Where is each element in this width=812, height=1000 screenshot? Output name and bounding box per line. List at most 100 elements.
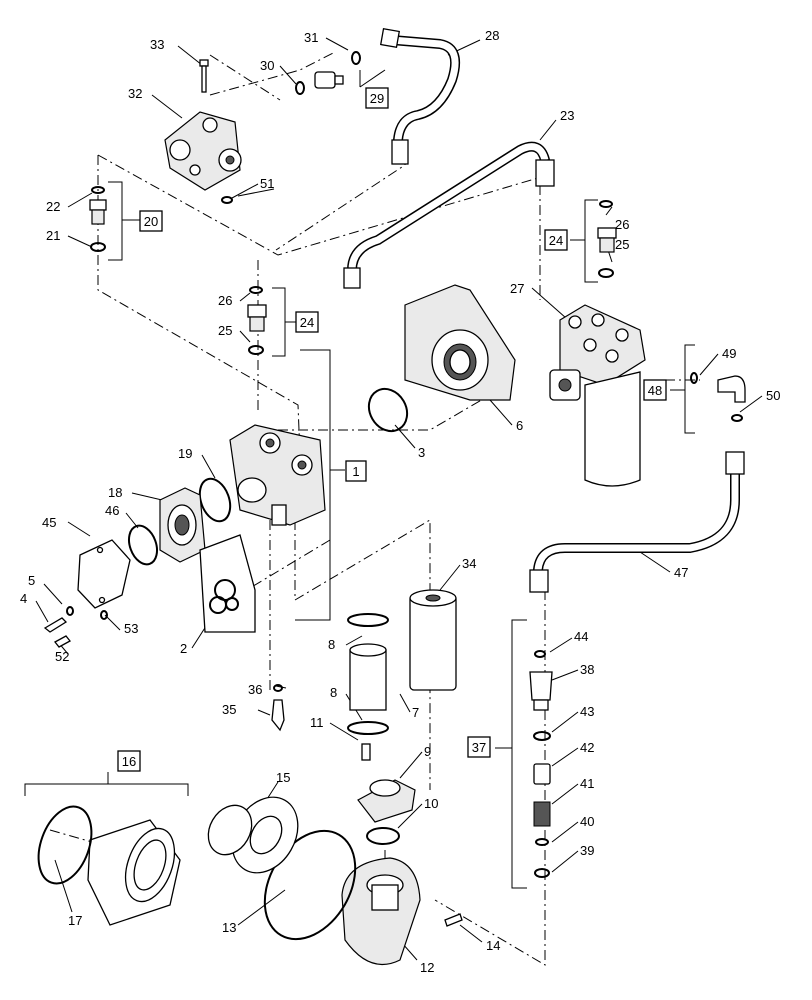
hose-23 (343, 141, 555, 289)
part-9-flange (357, 779, 416, 823)
part-8-clamp-upper (347, 613, 389, 627)
part-15-sleeve (207, 796, 299, 874)
part-16-assembly (87, 819, 181, 926)
callout-9: 9 (424, 744, 431, 759)
callout-22: 22 (46, 199, 60, 214)
callout-34: 34 (462, 556, 476, 571)
part-11-screw (361, 743, 371, 761)
part-50-oring (731, 414, 743, 422)
part-39-oring (534, 868, 550, 878)
hose-28 (379, 27, 460, 165)
part-48-elbow (717, 375, 746, 403)
callout-20: 20 (144, 214, 158, 229)
part-26-oring-right (599, 200, 613, 208)
callout-4: 4 (20, 591, 27, 606)
callout-38: 38 (580, 662, 594, 677)
part-24-fitting (247, 304, 267, 332)
callout-41: 41 (580, 776, 594, 791)
callout-35: 35 (222, 702, 236, 717)
part-8-clamp-lower (347, 721, 389, 735)
callout-11: 11 (310, 715, 324, 730)
part-18-cover (159, 487, 206, 563)
callout-6: 6 (516, 418, 523, 433)
callout-47: 47 (674, 565, 688, 580)
part-21-oring (90, 242, 106, 252)
callout-23: 23 (560, 108, 574, 123)
part-38-valve (529, 671, 553, 711)
part-49-oring (690, 372, 698, 384)
part-25-oring (248, 345, 264, 355)
callout-40: 40 (580, 814, 594, 829)
part-5-washer (66, 606, 74, 616)
part-51-seal (221, 196, 233, 204)
callout-7: 7 (412, 705, 419, 720)
callout-45: 45 (42, 515, 56, 530)
part-42-cap (533, 763, 551, 785)
part-31-oring (351, 51, 361, 65)
part-43-oring (533, 731, 551, 741)
callout-25-left: 25 (218, 323, 232, 338)
callout-43: 43 (580, 704, 594, 719)
hose-47 (529, 451, 745, 593)
callout-numbers: 33 32 30 31 28 23 51 22 21 26 25 26 25 2… (20, 28, 780, 975)
callout-24-left: 24 (300, 315, 314, 330)
part-52-plug (54, 635, 71, 648)
callout-21: 21 (46, 228, 60, 243)
part-32-valve-block (164, 111, 242, 191)
callout-33: 33 (150, 37, 164, 52)
callout-42: 42 (580, 740, 594, 755)
callout-39: 39 (580, 843, 594, 858)
callout-32: 32 (128, 86, 142, 101)
part-34-filter (409, 589, 457, 691)
callout-8-lower: 8 (330, 685, 337, 700)
callout-12: 12 (420, 960, 434, 975)
callout-16: 16 (122, 754, 136, 769)
part-3-oring (367, 387, 409, 433)
callout-26-right: 26 (615, 217, 629, 232)
callout-25-right: 25 (615, 237, 629, 252)
callout-29: 29 (370, 91, 384, 106)
callout-37: 37 (472, 740, 486, 755)
callout-5: 5 (28, 573, 35, 588)
part-20-fitting (89, 199, 107, 225)
leader-lines (24, 37, 763, 961)
part-46-oring (127, 524, 159, 566)
part-53-washer (100, 610, 108, 620)
callout-46: 46 (105, 503, 119, 518)
callout-17: 17 (68, 913, 82, 928)
part-25-oring-right (598, 268, 614, 278)
callout-50: 50 (766, 388, 780, 403)
callout-15: 15 (276, 770, 290, 785)
callout-48: 48 (648, 383, 662, 398)
filter-canister (584, 371, 641, 487)
callout-53: 53 (124, 621, 138, 636)
part-19-oring (198, 477, 232, 523)
callout-13: 13 (222, 920, 236, 935)
callout-49: 49 (722, 346, 736, 361)
part-27-filter-head (549, 304, 646, 401)
part-24-fitting-right (597, 227, 617, 253)
part-14-screw (444, 913, 463, 927)
part-45-plate (77, 539, 131, 609)
part-30-oring (295, 81, 305, 95)
part-35-plug (271, 699, 285, 732)
callout-19: 19 (178, 446, 192, 461)
part-36-oring (273, 684, 283, 692)
part-44-oring (534, 650, 546, 658)
callout-26-left: 26 (218, 293, 232, 308)
part-7-sleeve (349, 643, 387, 711)
callout-3: 3 (418, 445, 425, 460)
part-10-oring (366, 827, 400, 845)
callout-44: 44 (574, 629, 588, 644)
callout-24-right: 24 (549, 233, 563, 248)
part-4-bolt (43, 617, 68, 633)
callout-51: 51 (260, 176, 274, 191)
part-29-fitting (314, 71, 344, 89)
callout-1: 1 (352, 464, 359, 479)
part-33-bolt (199, 59, 209, 93)
callout-18: 18 (108, 485, 122, 500)
part-2-seal-kit (199, 534, 256, 633)
callout-27: 27 (510, 281, 524, 296)
